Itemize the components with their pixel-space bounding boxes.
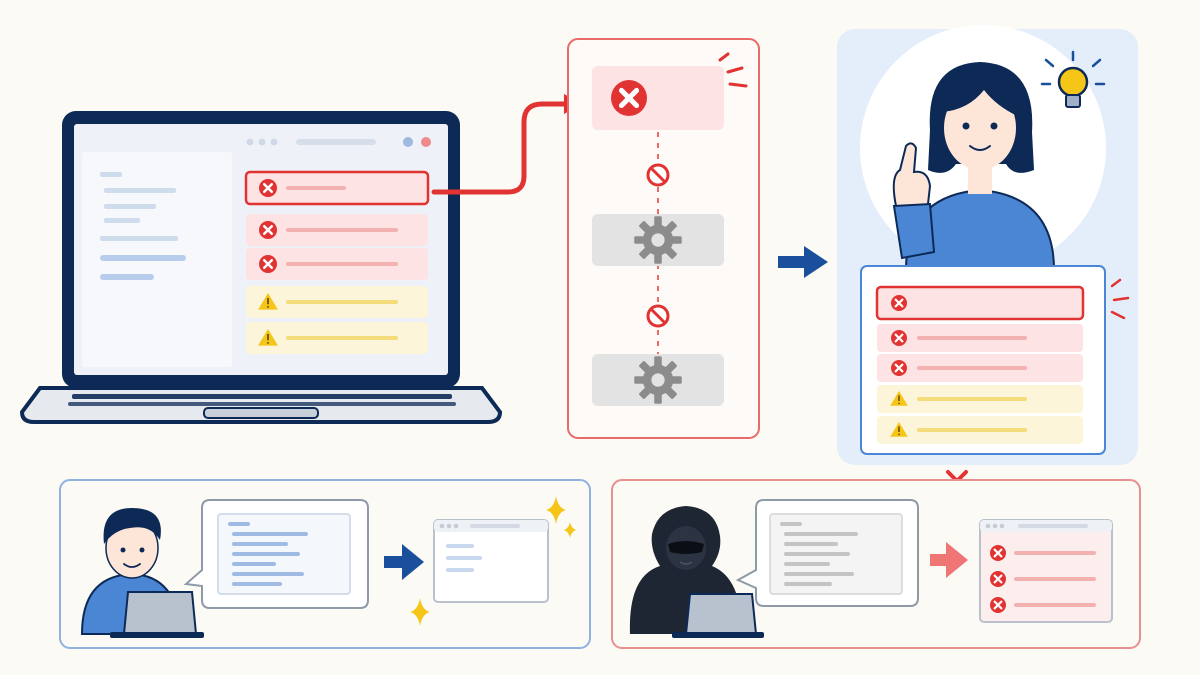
window-close-control (421, 137, 431, 147)
laptop-keyboard (68, 394, 456, 406)
error-row (246, 214, 428, 246)
arrow-right-icon (778, 246, 828, 278)
attack-error-row (990, 597, 1096, 613)
attacker-laptop-base (672, 632, 764, 638)
attack-result-alert-list (990, 545, 1096, 613)
x-circle-icon (891, 360, 907, 376)
sparkle-icon (410, 496, 576, 626)
warning-row (877, 385, 1083, 413)
blocked-flow-panel (567, 38, 760, 439)
helper-neck (968, 168, 992, 194)
helper-avatar (892, 62, 1056, 271)
user-eye-right (139, 547, 145, 553)
warning-row (877, 416, 1083, 444)
error-row (246, 248, 428, 280)
user-smile (123, 563, 141, 568)
attack-error-row (990, 571, 1096, 587)
connector-arrow-laptop-to-flow (431, 101, 569, 195)
user-laptop-base (110, 632, 204, 638)
user-avatar (80, 508, 204, 638)
x-circle-icon (990, 571, 1006, 587)
user-hair (103, 508, 161, 544)
helper-burst-lines (1110, 278, 1130, 320)
window-dot-1 (246, 138, 254, 146)
address-bar (296, 139, 376, 145)
x-circle-icon (891, 295, 907, 311)
flow-error-step (592, 66, 724, 130)
warning-triangle-icon (890, 391, 908, 406)
error-row (875, 285, 1085, 321)
gear-icon (634, 216, 682, 264)
x-circle-icon (259, 179, 277, 197)
helper-sleeve (892, 202, 936, 260)
x-circle-icon (259, 255, 277, 273)
x-circle-icon (611, 80, 647, 116)
helper-panel (837, 25, 1138, 465)
x-circle-icon (891, 330, 907, 346)
alert-burst-lines (718, 52, 748, 88)
warning-row (246, 286, 428, 318)
window-dot-3 (270, 138, 278, 146)
warning-triangle-icon (258, 293, 278, 310)
no-entry-icon (646, 163, 670, 187)
helper-smile (969, 145, 991, 151)
lightbulb-icon (1040, 50, 1106, 108)
laptop-alert-list (244, 170, 430, 354)
helper-eye-left (962, 122, 970, 130)
arrow-right-icon (384, 544, 424, 580)
error-row (877, 324, 1083, 352)
attack-result-window (979, 519, 1113, 623)
attacker-avatar (629, 506, 764, 638)
attacker-speech-bubble (735, 499, 919, 607)
attack-error-row (990, 545, 1096, 561)
attacker-panel (611, 479, 1141, 649)
x-circle-icon (990, 597, 1006, 613)
screen-title-bar (246, 137, 431, 147)
warning-row (246, 322, 428, 354)
attacker-mouth (679, 561, 693, 565)
attacker-laptop (684, 593, 758, 635)
legit-user-panel (59, 479, 591, 649)
x-circle-icon (259, 221, 277, 239)
attacker-sunglasses (668, 541, 704, 554)
window-control-blue (403, 137, 413, 147)
user-eye-left (120, 547, 126, 553)
window-dot-2 (258, 138, 266, 146)
error-row (244, 170, 430, 206)
laptop-trackpad (203, 407, 319, 419)
user-laptop (122, 591, 198, 635)
legit-result-window (433, 519, 549, 603)
left-pane-text-lines (100, 172, 186, 280)
user-speech-bubble (183, 499, 369, 609)
helper-alert-list (875, 285, 1085, 444)
x-circle-icon (990, 545, 1006, 561)
arrow-right-icon (930, 542, 968, 578)
flow-process-step (592, 354, 724, 406)
warning-triangle-icon (890, 422, 908, 437)
helper-eye-right (990, 122, 998, 130)
helper-bangs (942, 75, 1022, 118)
warning-triangle-icon (258, 329, 278, 346)
error-row (877, 354, 1083, 382)
laptop (19, 111, 503, 424)
no-entry-icon (646, 304, 670, 328)
flow-steps (592, 66, 724, 406)
flow-process-step (592, 214, 724, 266)
gear-icon (634, 356, 682, 404)
